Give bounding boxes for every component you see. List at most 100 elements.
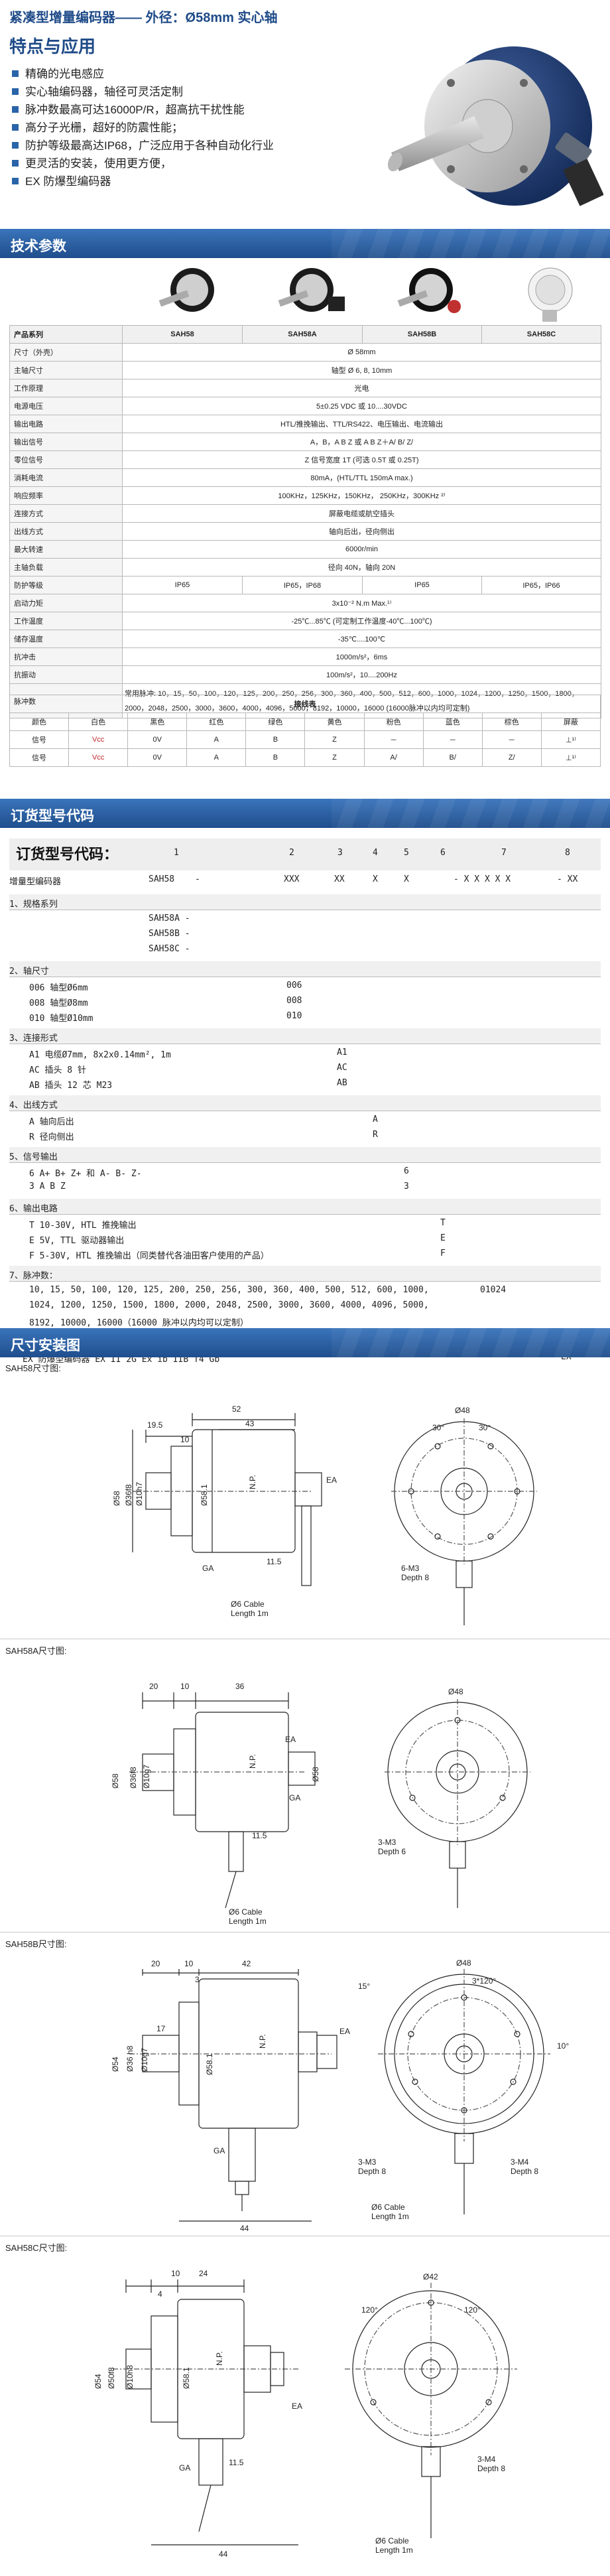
spec-label: 储存温度: [9, 630, 123, 648]
model-image-sah58c: [528, 267, 573, 322]
dim-label: Ø54: [93, 2374, 103, 2389]
order-option-label: 010 轴型Ø10mm: [29, 1014, 93, 1024]
drawing-sah58a: 20 10 36 Ø58 Ø36f8 Ø10g7 Ø58 N.P. EA GA …: [111, 1682, 530, 1926]
spec-cell: SAH58: [122, 325, 243, 344]
order-option-code: E: [440, 1233, 446, 1243]
dim-label: Ø50f8: [107, 2367, 116, 2389]
order-option-label: 1024, 1200, 1250, 1500, 1800, 2000, 2048…: [29, 1300, 429, 1310]
dim-label: 15°: [358, 1982, 370, 1991]
order-option-code: 008: [286, 996, 302, 1006]
encoder-product-image: [387, 46, 603, 206]
wiring-cell: B: [245, 748, 306, 767]
code-label: 增量型编码器: [9, 877, 62, 887]
spec-label: 最大转速: [9, 540, 123, 559]
order-option: AC 插头 8 针 AC: [9, 1061, 601, 1075]
dim-label: 11.5: [229, 2458, 244, 2467]
dim-label: 6-M3: [401, 1564, 420, 1573]
dim-label: N.P.: [258, 2034, 267, 2049]
order-option-code: AB: [337, 1078, 347, 1088]
code-signal: X: [404, 874, 409, 884]
col-number: 2: [289, 848, 294, 858]
order-section-title: 2、轴尺寸: [9, 961, 601, 977]
order-option-label: AC 插头 8 针: [29, 1065, 86, 1075]
dim-label: Length 1m: [371, 2212, 409, 2221]
order-option: SAH58B -: [9, 927, 601, 941]
dim-label: Ø48: [455, 1406, 470, 1415]
spec-cell: IP65: [362, 576, 482, 594]
order-section-label: 1、规格系列: [9, 900, 58, 910]
dim-label: Depth 8: [477, 2464, 505, 2473]
order-option-label: 8192, 10000, 16000（16000 脉冲以内均可以定制）: [29, 1318, 249, 1328]
feature-item: EX 防爆型编码器: [12, 172, 274, 190]
dim-label: Depth 8: [358, 2167, 386, 2176]
spec-value: -25℃...85℃ (可定制工作温度-40℃...100℃): [122, 612, 601, 630]
tech-heading: 技术参数: [11, 239, 66, 254]
dim-label: 17: [156, 2024, 166, 2033]
wiring-cell: －: [422, 730, 483, 749]
code-dash: -: [195, 874, 200, 884]
spec-value: HTL/推挽输出、TTL/RS422、电压输出、电流输出: [122, 415, 601, 433]
col-number: 4: [373, 848, 378, 858]
spec-value: 100KHz，125KHz，150KHz， 250KHz，300KHz ²⁾: [122, 486, 601, 505]
spec-value: 1000m/s²，6ms: [122, 647, 601, 666]
wiring-cell: 信号: [9, 748, 70, 767]
wiring-cell: ⊥¹⁾: [540, 748, 601, 767]
dim-label: 24: [199, 2269, 208, 2278]
spec-row: 出线方式轴向后出，径向侧出: [9, 522, 601, 541]
spec-row: 连接方式屏蔽电缆或航空插头: [9, 504, 601, 523]
dim-label: Ø36 h8: [125, 2045, 135, 2072]
order-option-code: 010: [286, 1011, 302, 1021]
order-option: 10, 15, 50, 100, 120, 125, 200, 250, 256…: [9, 1283, 601, 1298]
spec-label: 连接方式: [9, 504, 123, 523]
caption-sah58: SAH58尺寸图:: [5, 1363, 61, 1373]
tech-section-bar: 技术参数: [0, 229, 610, 258]
dim-label: 44: [240, 2224, 249, 2233]
caption-sah58a: SAH58A尺寸图:: [5, 1646, 67, 1656]
dim-label: Ø6 Cable: [375, 2536, 409, 2545]
code-series: SAH58: [149, 874, 175, 884]
order-section-label: 6、输出电路: [9, 1204, 58, 1214]
spec-value: Ø 58mm: [122, 343, 601, 362]
dim-label: GA: [289, 1793, 300, 1802]
order-option-label: T 10-30V, HTL 推挽输出: [29, 1221, 137, 1231]
wiring-cell: A/: [363, 748, 424, 767]
order-option-label: SAH58B -: [149, 929, 190, 939]
wiring-cell: 颜色: [9, 712, 70, 731]
dim-label: 19.5: [147, 1420, 163, 1430]
dim-label: 20: [149, 1682, 158, 1691]
feature-item: 实心轴编码器，轴径可灵活定制: [12, 83, 274, 101]
wiring-cell: 黄色: [304, 712, 365, 731]
dim-label: Ø10h8: [125, 2365, 135, 2389]
order-option-code: A1: [337, 1048, 347, 1057]
order-option-code: A: [373, 1115, 378, 1124]
model-images: [158, 267, 573, 322]
model-image-sah58a: [278, 268, 345, 312]
dim-label: Ø6 Cable: [371, 2203, 405, 2212]
order-section-label: 2、轴尺寸: [9, 967, 49, 977]
spec-value: 光电: [122, 379, 601, 397]
spec-label: 输出信号: [9, 433, 123, 451]
dim-label: 3: [195, 1975, 200, 1984]
feature-item: 脉冲数最高可达16000P/R，超高抗干扰性能: [12, 101, 274, 119]
order-section-title: 5、信号输出: [9, 1147, 601, 1163]
spec-label: 主轴负载: [9, 558, 123, 576]
dim-label: Ø6 Cable: [229, 1907, 263, 1917]
caption-sah58b: SAH58B尺寸图:: [5, 1939, 67, 1949]
spec-row: 主轴尺寸轴型 Ø 6, 8, 10mm: [9, 361, 601, 379]
order-option-code: AC: [337, 1063, 347, 1073]
dim-label: EA: [292, 2402, 302, 2411]
spec-label: 电源电压: [9, 397, 123, 415]
col-number: 6: [440, 848, 446, 858]
wiring-cell: Z: [304, 748, 365, 767]
caption-sah58c: SAH58C尺寸图:: [5, 2243, 68, 2253]
dim-label: Ø42: [423, 2272, 438, 2281]
order-option-label: R 径向侧出: [29, 1132, 74, 1142]
dim-label: 120°: [361, 2305, 378, 2315]
dim-label: 10: [180, 1682, 190, 1691]
